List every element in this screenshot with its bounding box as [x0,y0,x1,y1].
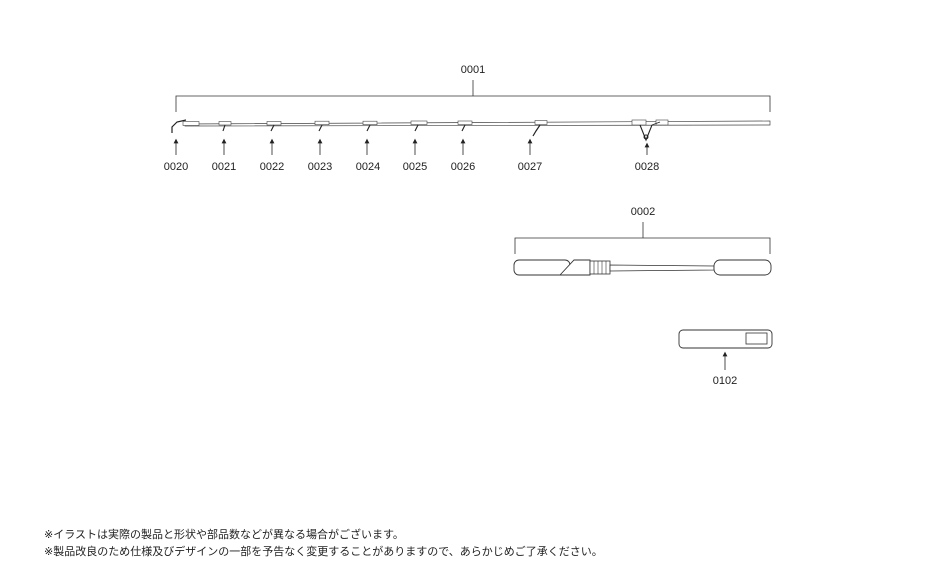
tip-section-assembly: 0001 [171,64,771,142]
guide-part-number: 0024 [356,161,380,173]
tip-section-part-number: 0001 [461,64,485,76]
rod-case-part-number: 0102 [713,375,737,387]
disclaimer-note: ※製品改良のため仕様及びデザインの一部を予告なく変更することがありますので、あら… [44,545,603,558]
guide-part-number: 0028 [635,161,659,173]
guide-0026 [457,120,473,132]
rod-case-assembly: 0102 [678,329,773,387]
butt-section-blank [609,264,715,272]
guide-part-number: 0023 [308,161,332,173]
guide-part-number: 0022 [260,161,284,173]
guide-0023 [314,120,330,132]
guide-0021 [218,121,232,132]
guide-part-number: 0021 [212,161,236,173]
guide-0025 [410,120,428,132]
tip-section-bracket [175,80,771,112]
fore-grip [713,259,772,276]
tip-top-guide [171,119,200,133]
guide-part-number: 0026 [451,161,475,173]
guide-callouts: 0020 0021 0022 0023 0024 0025 0026 0027 … [164,138,659,173]
reel-seat [589,260,611,275]
guide-0024 [362,120,378,132]
guide-part-number: 0025 [403,161,427,173]
reel-seat-hood [558,259,591,276]
guide-0022 [266,121,282,132]
rod-case-window [745,332,768,345]
guide-part-number: 0027 [518,161,542,173]
guide-0028 [631,119,669,142]
butt-section-assembly: 0002 [513,206,772,276]
butt-section-part-number: 0002 [631,206,655,218]
butt-section-bracket [514,222,771,254]
guide-0027 [532,120,548,137]
guide-part-number: 0020 [164,161,188,173]
disclaimer-note: ※イラストは実際の製品と形状や部品数などが異なる場合がございます。 [44,528,404,541]
